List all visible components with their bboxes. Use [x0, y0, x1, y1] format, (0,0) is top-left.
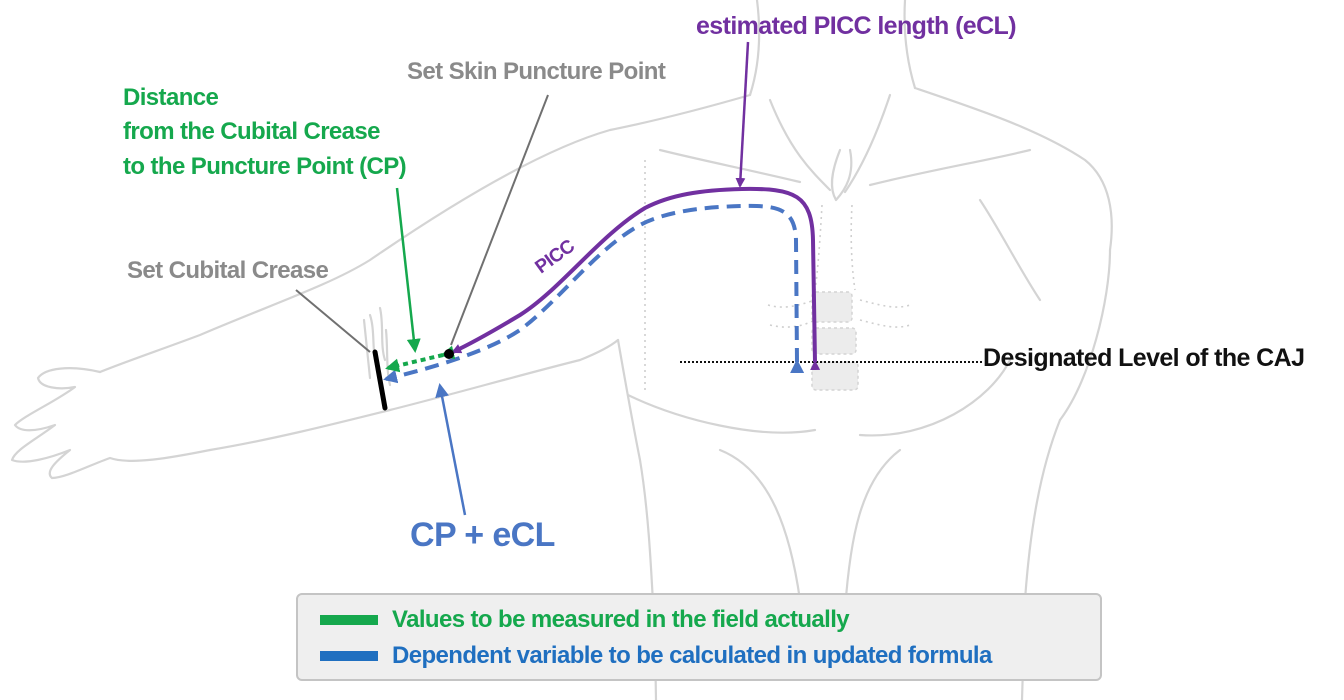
distance-label-line1: Distance — [123, 84, 219, 111]
distance-label-line3: to the Puncture Point (CP) — [123, 153, 407, 180]
legend-swatch-calculated — [320, 651, 378, 661]
cp-ecl-label: CP + eCL — [410, 516, 555, 554]
distance-label-line2: from the Cubital Crease — [123, 118, 381, 145]
measured-distance-arrow — [385, 345, 456, 373]
legend-text-measured: Values to be measured in the field actua… — [392, 606, 850, 633]
ecl-label: estimated PICC length (eCL) — [696, 12, 1017, 40]
skin-puncture-pointer — [450, 94, 549, 346]
skin-puncture-label: Set Skin Puncture Point — [407, 58, 666, 85]
cubital-crease-pointer — [295, 289, 371, 353]
legend-swatch-measured — [320, 615, 378, 625]
vertebrae — [811, 291, 859, 391]
legend-row-measured: Values to be measured in the field actua… — [320, 605, 850, 635]
legend-text-calculated: Dependent variable to be calculated in u… — [392, 642, 992, 669]
puncture-point-dot — [444, 349, 454, 359]
distance-pointer — [395, 187, 421, 353]
calculated-path — [383, 203, 805, 384]
caj-level-label: Designated Level of the CAJ — [983, 344, 1305, 372]
cubital-crease-label: Set Cubital Crease — [127, 257, 329, 284]
cp-ecl-pointer — [435, 383, 467, 516]
ecl-pointer — [735, 41, 750, 188]
legend-box: Values to be measured in the field actua… — [296, 593, 1102, 681]
picc-path — [451, 186, 821, 371]
cubital-crease-marker — [372, 349, 388, 411]
legend-row-calculated: Dependent variable to be calculated in u… — [320, 641, 992, 671]
